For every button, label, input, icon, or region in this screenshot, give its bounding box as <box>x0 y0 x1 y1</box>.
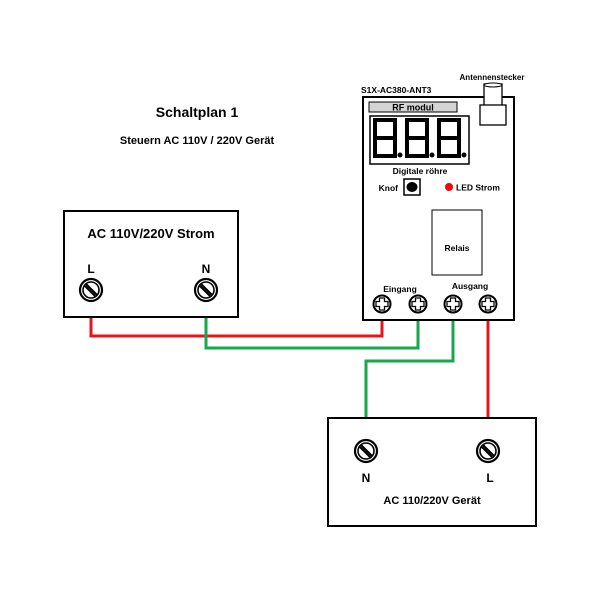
button-label: Knof <box>379 183 399 193</box>
diagram-title: Schaltplan 1 <box>156 104 239 120</box>
module-terminal-1 <box>372 294 392 314</box>
diagram-subtitle: Steuern AC 110V / 220V Gerät <box>120 135 275 147</box>
module-model-label: S1X-AC380-ANT3 <box>361 85 432 95</box>
power-source-label: AC 110V/220V Strom <box>87 226 214 241</box>
device-label: AC 110/220V Gerät <box>383 495 481 507</box>
antenna-label: Antennenstecker <box>460 73 525 82</box>
relay-label: Relais <box>444 243 469 253</box>
terminal-label-L: L <box>87 262 94 276</box>
decimal-point <box>397 152 403 158</box>
terminal-label-N: N <box>202 262 211 276</box>
device-screw-terminal-N <box>353 438 379 464</box>
device-box: N L AC 110/220V Gerät <box>327 417 537 527</box>
power-led-icon <box>445 183 453 191</box>
knob-button[interactable] <box>403 178 421 196</box>
device-terminal-label-L: L <box>486 471 493 485</box>
neutral-wire-output <box>364 312 455 444</box>
seven-segment-display <box>369 115 470 165</box>
digit-1 <box>405 118 435 158</box>
module-terminal-2 <box>408 294 428 314</box>
screw-terminal-L <box>78 277 104 303</box>
relay-box <box>431 209 483 276</box>
neutral-wire-input <box>204 298 420 350</box>
rf-module-label: RF modul <box>392 103 434 113</box>
antenna-connector-icon <box>479 82 507 126</box>
power-source-box: AC 110V/220V Strom L N <box>63 210 239 318</box>
decimal-point <box>461 152 467 158</box>
rf-module-bar <box>368 101 458 113</box>
screw-terminal-N <box>193 277 219 303</box>
module-terminal-4 <box>478 294 498 314</box>
output-label: Ausgang <box>452 281 488 291</box>
rf-module: S1X-AC380-ANT3 Antennenstecker RF modul … <box>361 73 525 321</box>
digit-0 <box>373 118 403 158</box>
device-terminal-label-N: N <box>362 471 371 485</box>
led-label: LED Strom <box>456 183 500 193</box>
module-terminal-3 <box>443 294 463 314</box>
decimal-point <box>429 152 435 158</box>
input-label: Eingang <box>383 284 417 294</box>
display-label: Digitale röhre <box>393 166 448 176</box>
device-screw-terminal-L <box>475 438 501 464</box>
digit-2 <box>437 118 467 158</box>
